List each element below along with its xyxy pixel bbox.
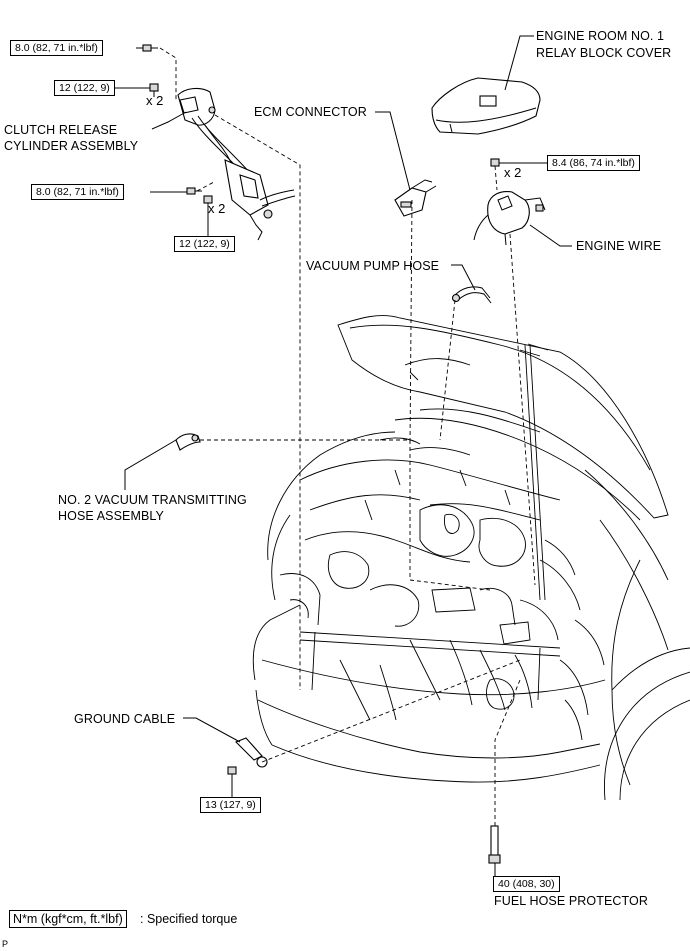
torque-engine-wire-nut: 8.4 (86, 74 in.*lbf) xyxy=(547,155,640,171)
torque-fuel-protector-bolt: 40 (408, 30) xyxy=(493,876,560,892)
label-vacuum-hose-line1: NO. 2 VACUUM TRANSMITTING xyxy=(58,493,247,507)
torque-clutch-bolt-lower: 8.0 (82, 71 in.*lbf) xyxy=(31,184,124,200)
qty-engine-wire: x 2 xyxy=(504,165,522,180)
figure-code: P xyxy=(2,939,9,949)
clutch-lower-nut-icon xyxy=(203,195,213,209)
ground-bolt-icon xyxy=(227,766,237,780)
torque-clutch-nut-lower: 12 (122, 9) xyxy=(174,236,235,252)
legend-unit-box: N*m (kgf*cm, ft.*lbf) xyxy=(9,910,127,928)
label-relay-cover-line2: RELAY BLOCK COVER xyxy=(536,46,672,60)
label-vacuum-pump-hose: VACUUM PUMP HOSE xyxy=(306,259,440,273)
label-relay-cover-line1: ENGINE ROOM NO. 1 xyxy=(536,29,665,43)
qty-clutch-upper: x 2 xyxy=(146,93,164,108)
vacuum-pump-hose-drawing xyxy=(451,286,492,304)
relay-block-cover-drawing xyxy=(431,77,541,135)
torque-ground-bolt: 13 (127, 9) xyxy=(200,797,261,813)
vehicle-front-illustration xyxy=(252,315,690,801)
clutch-top-bolt-icon xyxy=(142,44,158,52)
engine-wire-nut-icon xyxy=(490,158,500,167)
label-ecm-connector: ECM CONNECTOR xyxy=(254,105,367,119)
clutch-lower-bolt-icon xyxy=(186,187,202,195)
callout-leader-lines xyxy=(115,35,572,876)
engine-wire-drawing xyxy=(473,191,546,246)
clutch-release-cylinder-drawing xyxy=(177,87,296,241)
torque-clutch-nut-upper: 12 (122, 9) xyxy=(54,80,115,96)
assembly-guide-lines xyxy=(159,47,536,826)
label-fuel-hose-protector: FUEL HOSE PROTECTOR xyxy=(494,894,649,908)
label-clutch-release-line2: CYLINDER ASSEMBLY xyxy=(4,139,139,153)
torque-top-bolt: 8.0 (82, 71 in.*lbf) xyxy=(10,40,103,56)
ground-cable-drawing xyxy=(235,737,268,768)
legend-description: : Specified torque xyxy=(140,912,238,926)
fuel-protector-bolt-icon xyxy=(488,825,501,864)
vacuum-transmitting-hose-drawing xyxy=(175,433,201,451)
label-ground-cable: GROUND CABLE xyxy=(74,712,176,726)
ecm-connector-drawing xyxy=(394,179,437,217)
label-engine-wire: ENGINE WIRE xyxy=(576,239,662,253)
qty-clutch-lower: x 2 xyxy=(208,201,226,216)
label-vacuum-hose-line2: HOSE ASSEMBLY xyxy=(58,509,164,523)
label-clutch-release-line1: CLUTCH RELEASE xyxy=(4,123,118,137)
